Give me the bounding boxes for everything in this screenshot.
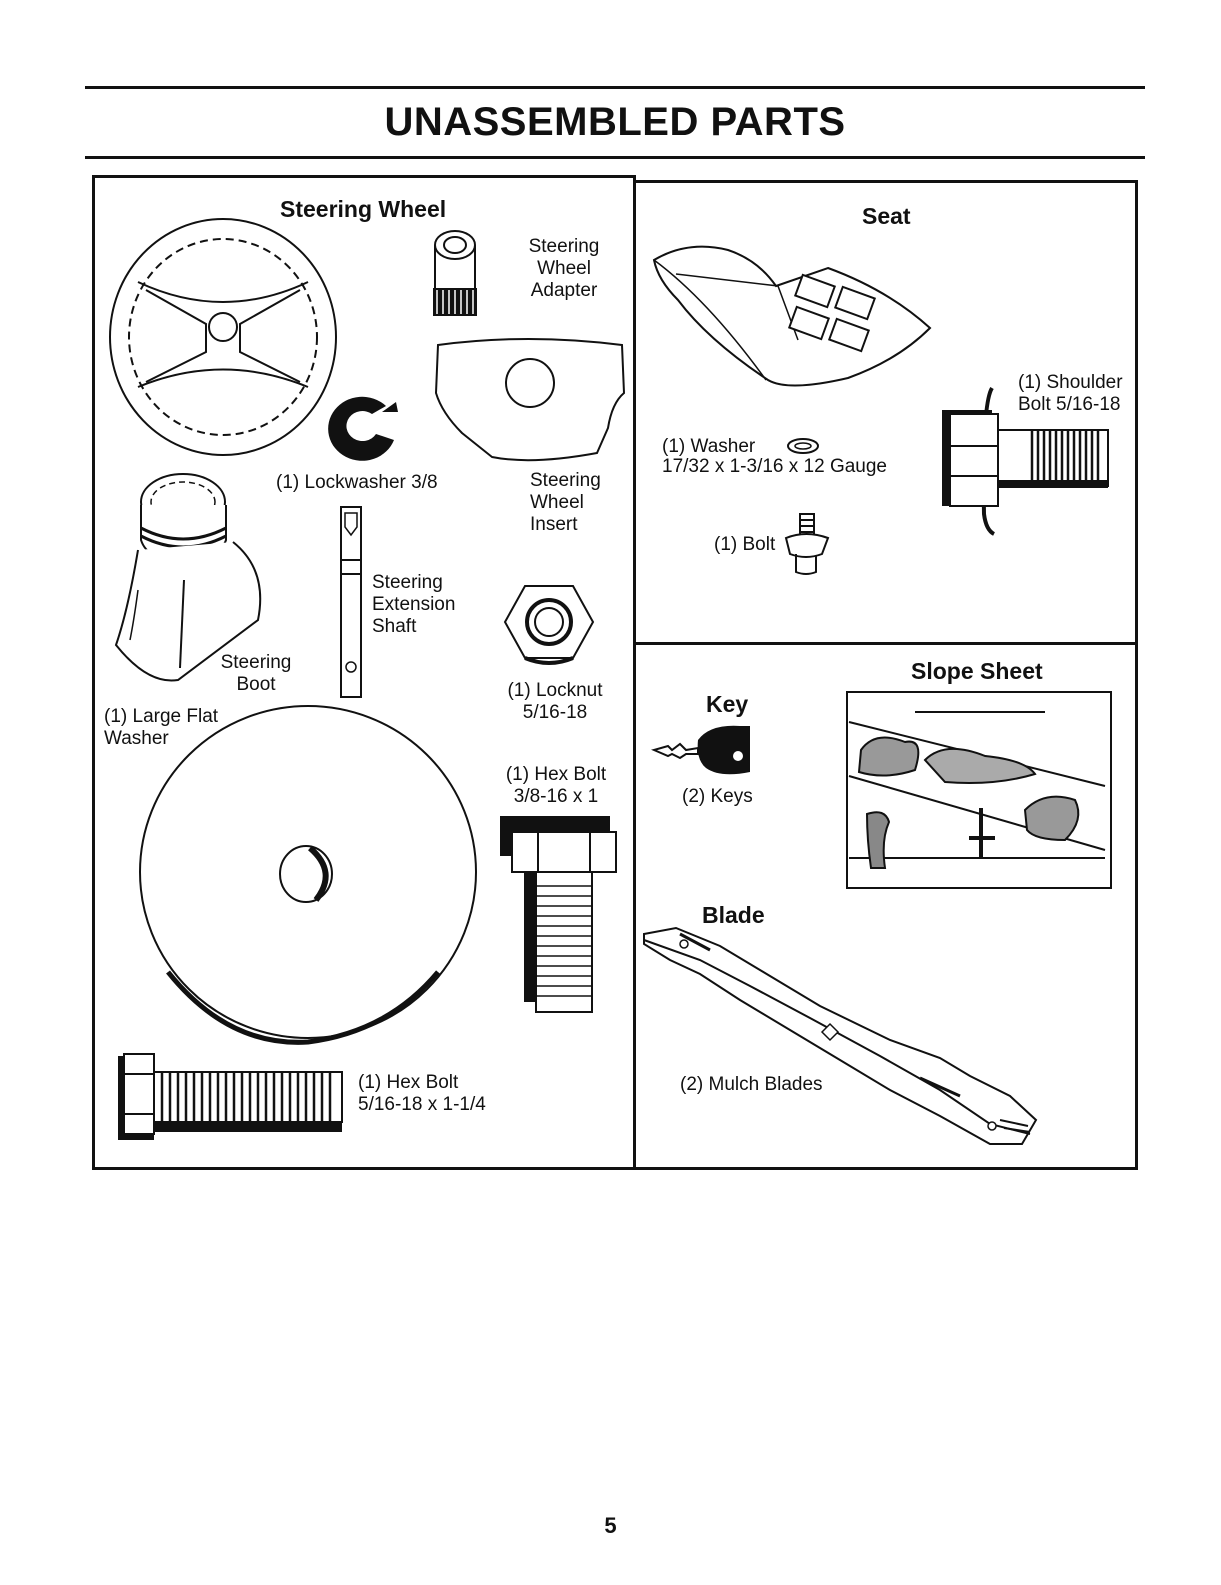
shoulder-bolt-label: (1) Shoulder Bolt 5/16-18 [1018, 372, 1123, 415]
hex-bolt-short-icon [500, 816, 617, 1013]
blade-heading: Blade [702, 902, 765, 928]
seat-heading: Seat [862, 203, 911, 229]
lockwasher-label: (1) Lockwasher 3/8 [276, 472, 438, 493]
steering-wheel-insert-label: Steering Wheel Insert [530, 470, 601, 535]
steering-extension-shaft-icon [340, 506, 362, 698]
slope-sheet-heading: Slope Sheet [911, 658, 1043, 684]
seat-icon [652, 245, 932, 387]
slope-sheet-icon [846, 691, 1112, 889]
hex-bolt-long-label: (1) Hex Bolt 5/16-18 x 1-1/4 [358, 1072, 486, 1115]
lockwasher-icon [328, 396, 398, 461]
bolt-label: (1) Bolt [714, 534, 776, 555]
locknut-label: (1) Locknut 5/16-18 [507, 680, 603, 723]
key-heading: Key [706, 691, 749, 717]
hex-bolt-short-label: (1) Hex Bolt 3/8-16 x 1 [505, 764, 607, 807]
steering-wheel-adapter-icon [433, 230, 477, 316]
locknut-icon [503, 585, 595, 665]
keys-label: (2) Keys [682, 786, 753, 807]
shoulder-bolt-icon [942, 386, 1109, 536]
top-rule [85, 86, 1145, 89]
key-icon [651, 725, 750, 775]
steering-wheel-heading: Steering Wheel [280, 196, 447, 222]
bolt-icon [784, 513, 830, 575]
page-title: UNASSEMBLED PARTS [384, 100, 846, 144]
accessories-panel [633, 642, 1138, 1170]
steering-boot-icon [114, 473, 262, 682]
steering-extension-shaft-label: Steering Extension Shaft [372, 572, 456, 637]
mulch-blades-label: (2) Mulch Blades [680, 1074, 823, 1095]
title-rule [85, 156, 1145, 159]
hex-bolt-long-icon [118, 1053, 343, 1140]
washer-label: (1) Washer [662, 436, 756, 457]
steering-wheel-adapter-label: Steering Wheel Adapter [528, 236, 600, 301]
steering-wheel-icon [109, 218, 337, 456]
large-flat-washer-icon [139, 705, 477, 1045]
page-number: 5 [604, 1513, 617, 1538]
large-flat-washer-label: (1) Large Flat Washer [104, 706, 219, 749]
washer-size-label: 17/32 x 1-3/16 x 12 Gauge [662, 456, 887, 477]
steering-wheel-insert-icon [434, 338, 626, 462]
washer-icon [787, 438, 819, 454]
steering-boot-label: Steering Boot [220, 652, 292, 695]
mulch-blade-icon [643, 926, 1038, 1145]
